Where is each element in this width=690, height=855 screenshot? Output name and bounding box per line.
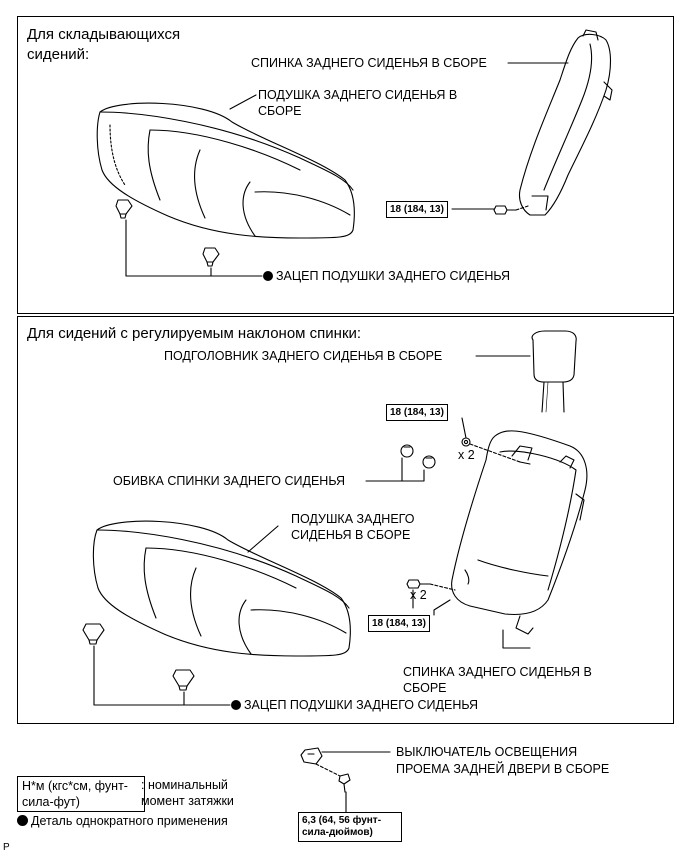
legend-unit-desc-line1: : номинальный: [141, 778, 228, 792]
seatback-bolt-top: [461, 437, 471, 447]
reclining-hook-label: ЗАЦЕП ПОДУШКИ ЗАДНЕГО СИДЕНЬЯ: [244, 698, 479, 712]
folding-hook-label: ЗАЦЕП ПОДУШКИ ЗАДНЕГО СИДЕНЬЯ: [276, 269, 511, 283]
reclining-qty-top: x 2: [458, 448, 475, 462]
rear-headrest: [531, 330, 577, 413]
one-time-use-dot-icon: [17, 815, 28, 826]
seatback-bolt-bottom: [406, 579, 431, 589]
reclining-torque-bottom: 18 (184, 13): [368, 615, 430, 632]
rear-seat-cushion-folding: [96, 102, 355, 239]
folding-torque-spec: 18 (184, 13): [386, 201, 448, 218]
cushion-hook-1: [115, 199, 133, 219]
reclining-cushion-label-line2: СИДЕНЬЯ В СБОРЕ: [291, 528, 411, 542]
panel1-title-line2: сидений:: [27, 46, 90, 63]
reclining-cushion-label-line1: ПОДУШКА ЗАДНЕГО: [291, 512, 415, 526]
panel1-title-line1: Для складывающихся: [27, 26, 181, 43]
switch-screw: [338, 773, 351, 793]
reclining-backrest-label-line1: СПИНКА ЗАДНЕГО СИДЕНЬЯ В: [403, 665, 592, 679]
legend-unit-box: Н*м (кгс*см, фунт- сила-фут): [17, 776, 145, 812]
reclining-seat-panel: [17, 316, 674, 724]
folding-cushion-label-line1: ПОДУШКА ЗАДНЕГО СИДЕНЬЯ В: [258, 88, 458, 102]
rear-seatback-folding: [518, 29, 613, 216]
headrest-label: ПОДГОЛОВНИК ЗАДНЕГО СИДЕНЬЯ В СБОРЕ: [164, 349, 443, 363]
switch-label-line1: ВЫКЛЮЧАТЕЛЬ ОСВЕЩЕНИЯ: [396, 745, 578, 759]
door-courtesy-switch: [300, 747, 323, 765]
legend-unit-line2: сила-фут): [22, 795, 80, 809]
folding-backrest-label: СПИНКА ЗАДНЕГО СИДЕНЬЯ В СБОРЕ: [251, 56, 487, 70]
switch-torque-line2: сила-дюймов): [302, 827, 373, 838]
reclining-torque-top: 18 (184, 13): [386, 404, 448, 421]
switch-torque-spec: 6,3 (64, 56 фунт- сила-дюймов): [298, 812, 402, 842]
panel2-title: Для сидений с регулируемым наклоном спин…: [27, 325, 362, 342]
seatback-cover-clip-2: [422, 455, 436, 469]
cushion-hook-2: [202, 247, 220, 267]
reclining-backrest-label-line2: СБОРЕ: [403, 681, 447, 695]
seatback-cover-label: ОБИВКА СПИНКИ ЗАДНЕГО СИДЕНЬЯ: [113, 474, 346, 488]
corner-letter: P: [3, 842, 10, 853]
legend-unit-line1: Н*м (кгс*см, фунт-: [22, 779, 128, 793]
one-time-use-dot-2: [231, 700, 241, 710]
seatback-cover-clip-1: [400, 444, 414, 458]
legend-one-time-use: Деталь однократного применения: [17, 814, 228, 829]
switch-torque-line1: 6,3 (64, 56 фунт-: [302, 815, 382, 826]
folding-cushion-label-line2: СБОРЕ: [258, 104, 302, 118]
rear-seatback-reclining: [451, 430, 588, 635]
switch-label-line2: ПРОЕМА ЗАДНЕЙ ДВЕРИ В СБОРЕ: [396, 762, 610, 776]
rear-seat-cushion-reclining: [92, 520, 351, 657]
legend-unit-desc-line2: момент затяжки: [141, 794, 234, 808]
one-time-use-dot-1: [263, 271, 273, 281]
cushion-hook-4: [172, 669, 195, 691]
cushion-hook-3: [82, 623, 105, 645]
legend-one-time-text: Деталь однократного применения: [31, 814, 228, 828]
reclining-qty-bottom: x 2: [410, 588, 427, 602]
seatback-bolt-1: [493, 205, 517, 215]
